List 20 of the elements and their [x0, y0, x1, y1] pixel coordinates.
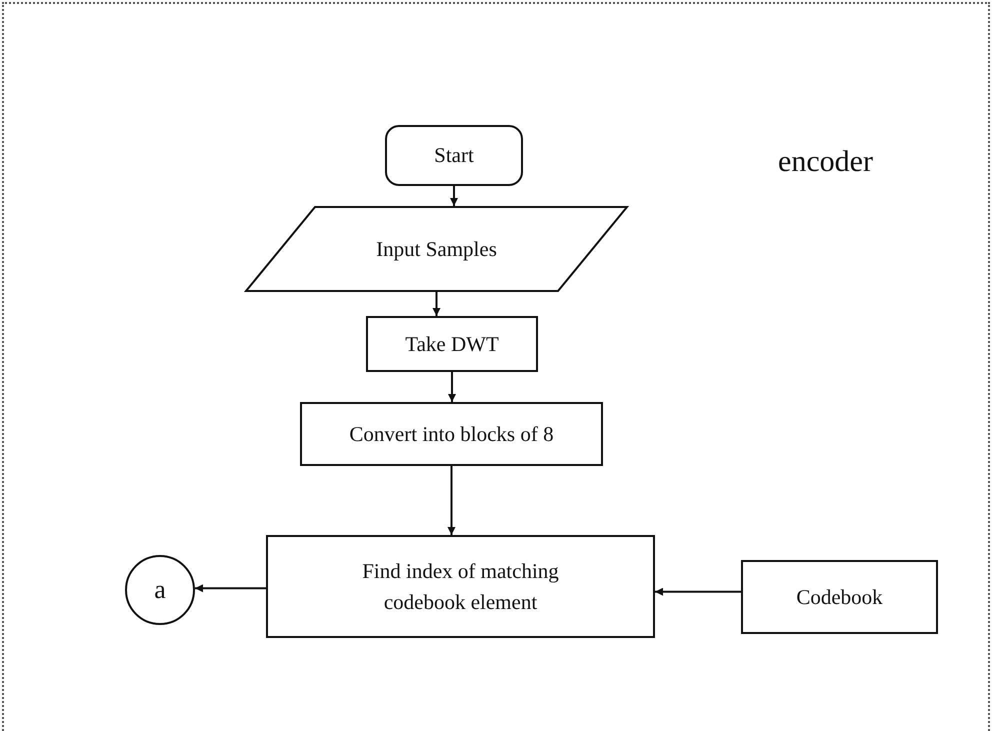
node-label: a	[154, 574, 166, 606]
arrow	[655, 588, 741, 596]
input-parallelogram	[245, 206, 628, 292]
diagram-label: encoder	[778, 145, 873, 179]
node-label: Take DWT	[405, 330, 499, 358]
node-label: Codebook	[796, 584, 883, 611]
arrow	[432, 292, 440, 316]
node-label: Start	[434, 142, 474, 170]
arrow	[448, 372, 456, 402]
arrow	[448, 466, 456, 535]
arrow	[450, 186, 458, 206]
node-label: Convert into blocks of 8	[349, 420, 554, 448]
process-box	[366, 316, 538, 372]
process-box	[266, 535, 655, 638]
process-box	[300, 402, 603, 466]
terminal-box	[385, 125, 523, 186]
arrow	[195, 584, 266, 592]
node-label: Input Samples	[376, 236, 497, 263]
node-label: Find index of matching codebook element	[361, 558, 560, 616]
process-box	[741, 560, 938, 634]
